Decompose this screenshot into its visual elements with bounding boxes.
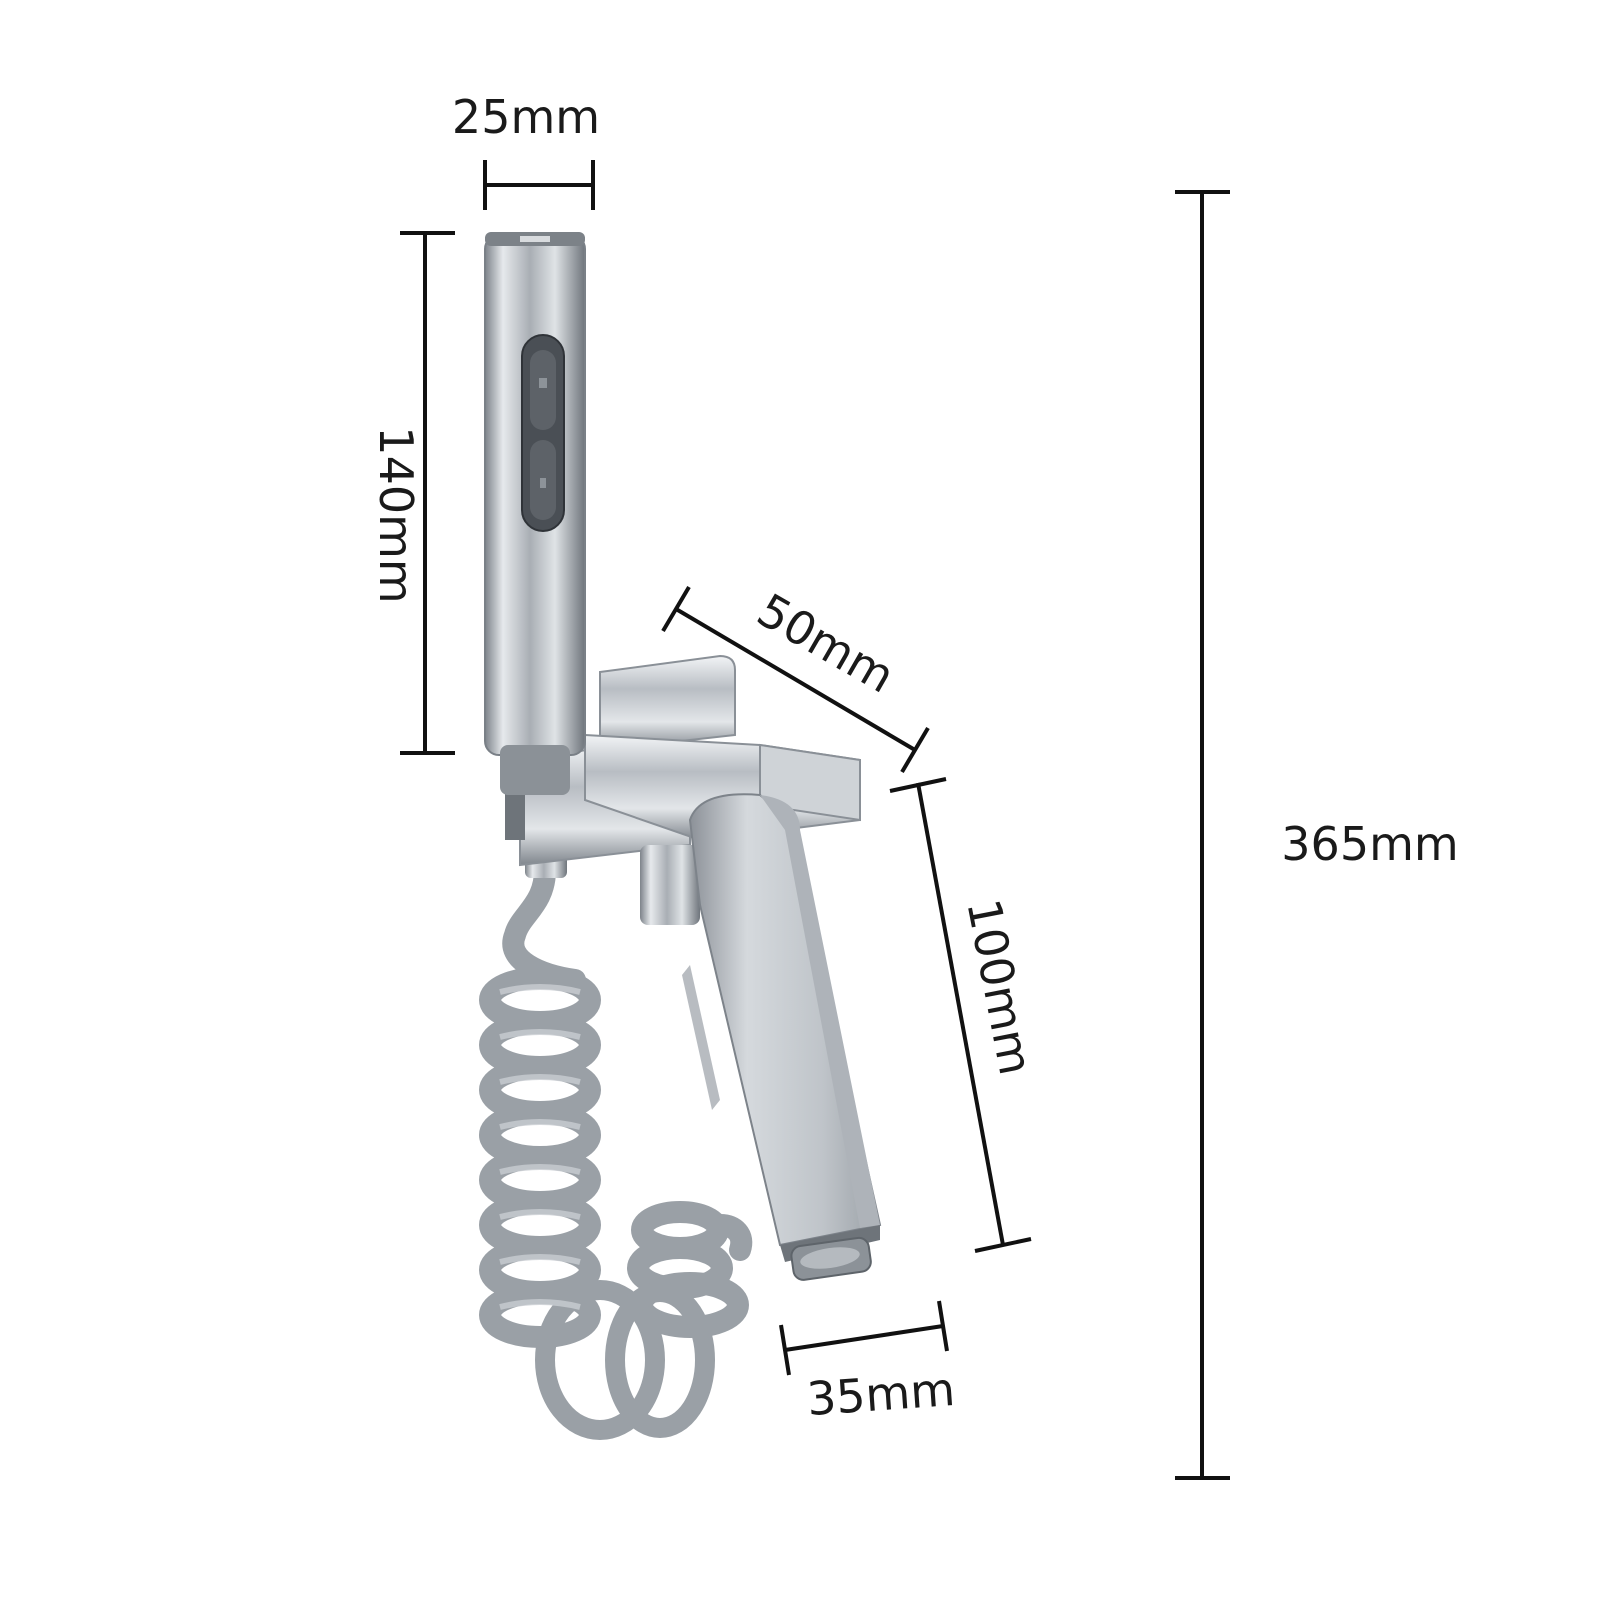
spray-mode-icon <box>539 378 547 388</box>
label-head-length: 140mm <box>369 426 423 603</box>
dim-head-width <box>483 160 595 210</box>
label-holder-depth: 50mm <box>748 583 903 704</box>
coiled-hose <box>479 859 753 1440</box>
sprayer-spout <box>682 793 882 1281</box>
label-head-width: 25mm <box>452 90 600 144</box>
dimension-lines <box>400 160 1230 1480</box>
wall-holder <box>505 654 861 925</box>
jet-mode-icon <box>540 478 546 488</box>
faucet-illustration <box>479 232 882 1440</box>
dim-spout-length <box>889 777 1032 1253</box>
dim-total-height <box>1175 190 1230 1480</box>
dim-spout-width <box>779 1300 949 1376</box>
label-total-height: 365mm <box>1281 817 1458 871</box>
dim-holder-depth <box>661 585 930 774</box>
label-spout-width: 35mm <box>805 1362 957 1426</box>
dim-head-length <box>400 231 455 755</box>
handheld-sprayer <box>484 232 586 795</box>
